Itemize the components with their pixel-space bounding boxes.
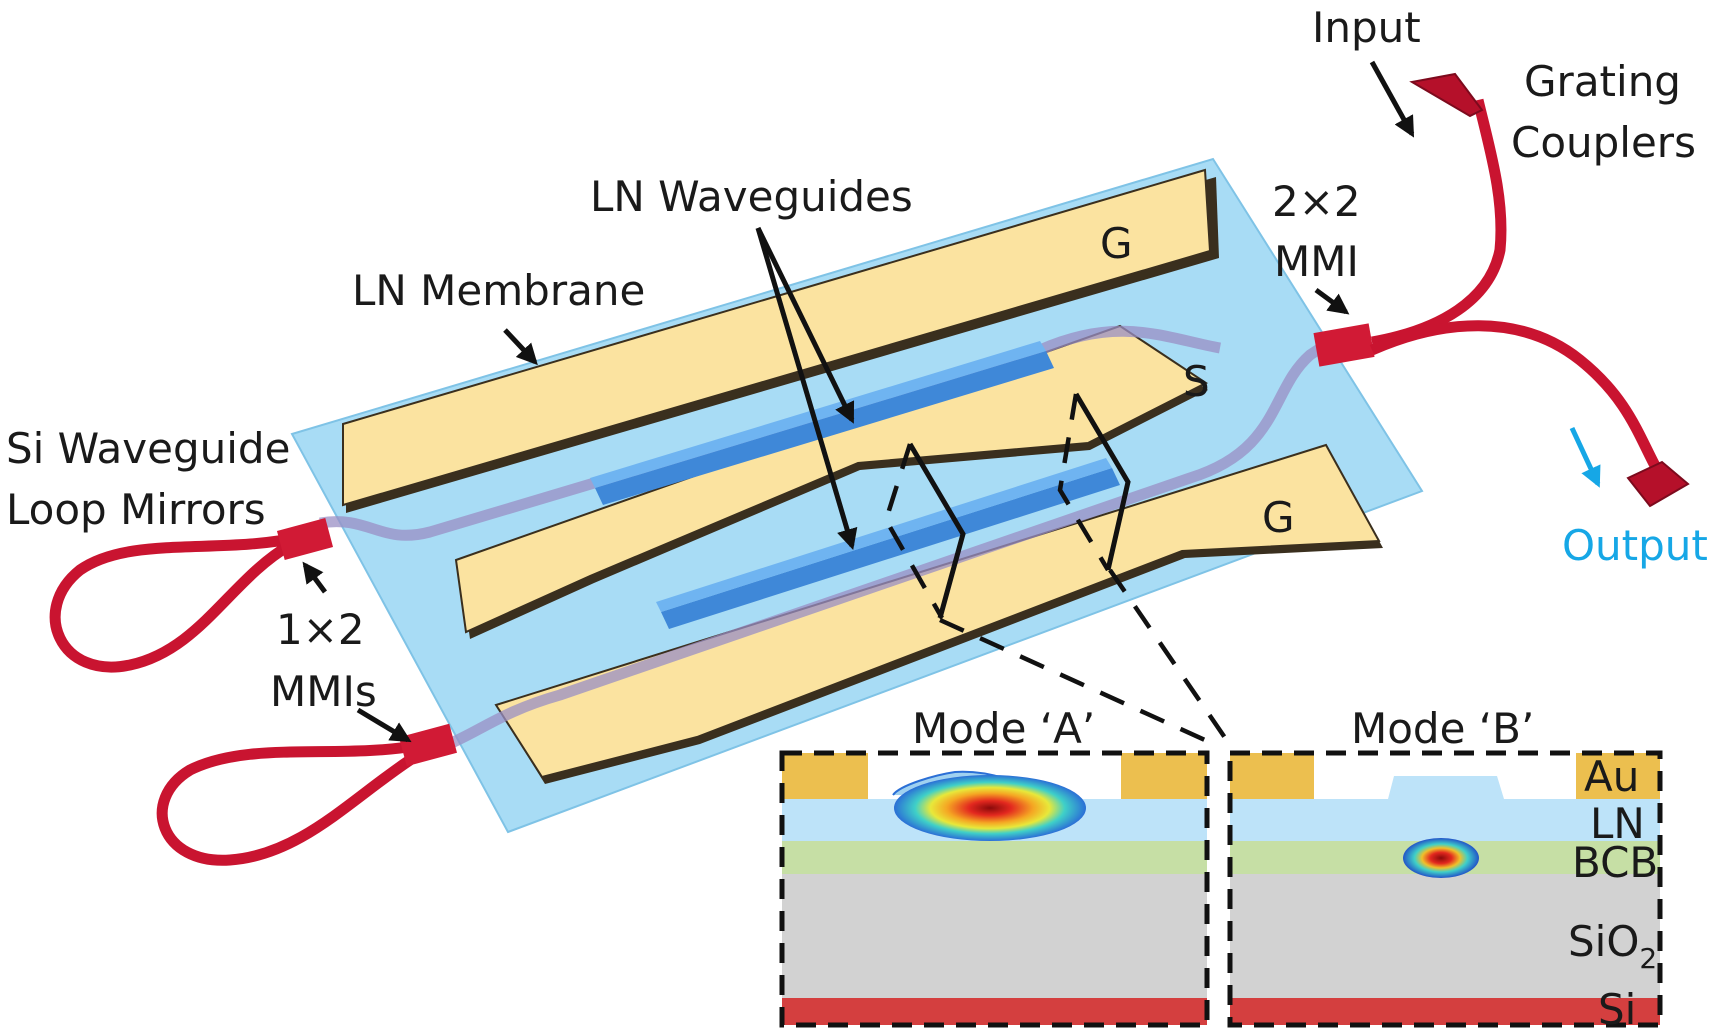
electrode-label-top-g: G	[1100, 219, 1133, 268]
callout-lines	[883, 392, 1232, 748]
ln-waveguide-lower	[656, 458, 1120, 629]
arrow-mmi1x2-bottom	[356, 707, 412, 743]
arrow-input	[1369, 60, 1415, 138]
inset-title-mode-a: Mode ‘A’	[912, 704, 1095, 753]
mode-a-field	[894, 775, 1086, 841]
label-output: Output	[1562, 521, 1708, 570]
mmi-2x2-and-grating-couplers	[1313, 72, 1690, 508]
au-layer-right	[1121, 753, 1207, 799]
inset-mode-a: Mode ‘A’	[779, 704, 1210, 1028]
label-mmi1x2-line1: 1×2	[276, 605, 365, 654]
electrode-top-g	[342, 168, 1219, 513]
label-ln-membrane: LN Membrane	[352, 266, 645, 315]
layer-label-ln: LN	[1590, 799, 1645, 848]
label-grating-line1: Grating	[1524, 57, 1681, 106]
si-loop-mirror-bottom	[156, 723, 457, 866]
ln-waveguide-upper	[590, 341, 1054, 505]
arrows-ln-waveguides	[755, 226, 858, 551]
label-si-loop-line1: Si Waveguide	[6, 424, 290, 473]
arrow-mmi2x2	[1314, 287, 1350, 315]
layer-label-sio2: SiO2	[1568, 917, 1657, 975]
sio2-base: SiO	[1568, 917, 1639, 966]
electrode-label-s: S	[1183, 357, 1210, 406]
label-ln-waveguides: LN Waveguides	[590, 172, 913, 221]
sio2-subscript: 2	[1639, 942, 1657, 975]
electrode-label-bottom-g: G	[1262, 493, 1295, 542]
label-mmi1x2-line2: MMIs	[270, 667, 377, 716]
label-input: Input	[1312, 3, 1421, 52]
au-layer-left	[782, 753, 868, 799]
arrow-output	[1569, 426, 1601, 488]
arrow-ln-membrane	[503, 328, 538, 366]
layer-label-si: Si	[1598, 985, 1636, 1030]
label-mmi2x2-line2: MMI	[1274, 237, 1359, 286]
label-mmi2x2-line1: 2×2	[1272, 177, 1361, 226]
inset-mode-b: Mode ‘B’ Au LN BCB SiO2 Si	[1227, 704, 1663, 1030]
inset-title-mode-b: Mode ‘B’	[1351, 704, 1534, 753]
mode-b-field	[1403, 838, 1479, 878]
label-si-loop-line2: Loop Mirrors	[6, 485, 266, 534]
layer-label-au: Au	[1584, 752, 1639, 801]
arrow-mmi1x2-top	[302, 561, 328, 594]
layer-label-bcb: BCB	[1572, 838, 1658, 887]
si-loop-mirror-top	[49, 518, 334, 673]
label-grating-line2: Couplers	[1511, 118, 1696, 167]
